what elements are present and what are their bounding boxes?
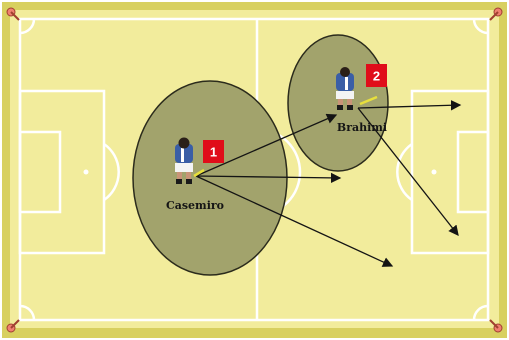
corner-flag-top-right <box>489 7 503 21</box>
corner-arc-top-left <box>19 18 36 35</box>
motion-mark-casemiro <box>193 168 205 178</box>
left-goal-area <box>18 130 62 214</box>
badge-1-label: 1 <box>210 145 217 160</box>
badge-1: 1 <box>203 140 224 163</box>
arrow-brahimi-forward <box>357 100 462 111</box>
casemiro-zone <box>132 80 288 276</box>
right-goal-area <box>456 130 490 214</box>
arrow-casemiro-diagonal <box>195 175 394 267</box>
yellow-motion-marks <box>193 95 378 178</box>
pitch-markings <box>18 17 490 322</box>
left-penalty-arc <box>103 142 120 202</box>
brahimi-figure <box>336 67 354 110</box>
corner-flag-top-left <box>6 7 20 21</box>
motion-mark-brahimi <box>359 95 378 106</box>
badge-2: 2 <box>366 64 387 87</box>
right-penalty-arc <box>396 142 413 202</box>
arrow-brahimi-diagonal <box>357 107 459 237</box>
corner-flag-bottom-left <box>6 319 20 333</box>
corner-arc-bottom-left <box>19 304 36 321</box>
corner-arc-bottom-right <box>472 304 489 321</box>
brahimi-label: Brahimi <box>337 121 387 134</box>
casemiro-figure <box>175 137 193 184</box>
corner-flag-bottom-right <box>489 319 503 333</box>
right-penalty-spot <box>431 169 437 175</box>
corner-flags <box>6 7 503 333</box>
arrow-casemiro-forward <box>195 172 342 184</box>
badge-2-label: 2 <box>373 69 380 84</box>
arrow-casemiro-to-brahimi <box>195 113 338 177</box>
arrows <box>195 100 462 267</box>
casemiro-label: Casemiro <box>166 199 224 212</box>
left-penalty-spot <box>83 169 89 175</box>
corner-arc-top-right <box>472 18 489 35</box>
